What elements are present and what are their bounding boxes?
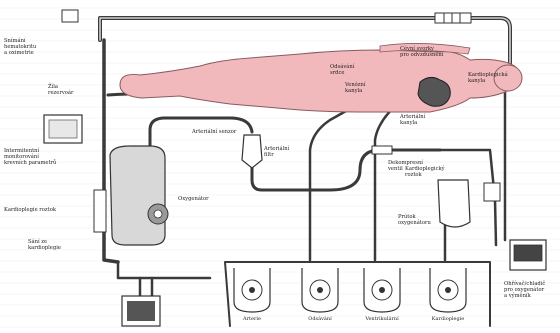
pump-head-icon[interactable]: Odsávání	[302, 268, 338, 322]
pump-head-icon[interactable]: Kardioplegie	[430, 268, 466, 322]
oxygenator[interactable]	[110, 146, 168, 245]
decompression-valve[interactable]	[372, 146, 392, 154]
arterial-filter[interactable]	[242, 135, 262, 168]
clamp-icon[interactable]	[435, 13, 471, 23]
suction-tube-2	[375, 102, 400, 260]
label-cevni-svorky: pro odvzdušnění	[400, 51, 444, 58]
label-arterialni-senzor: Arteriální senzor	[191, 128, 237, 135]
label-prutok: Prútok	[398, 213, 417, 220]
label-intermitentni: Intermitentní	[4, 147, 40, 154]
label-sani-kardioplegie: Sání ze	[28, 238, 47, 245]
label-kardioplegicka-kanyla: kanyla	[468, 78, 485, 84]
label-zila: rezervoár	[48, 89, 74, 96]
suction-tube-1	[310, 92, 380, 260]
patient-body	[120, 50, 520, 112]
pump-label: Arterie	[242, 316, 261, 322]
label-odber-krve: Snímání	[4, 37, 26, 44]
patient-head	[494, 65, 522, 91]
label-kardioplegicky-vak: Kardioplegický	[405, 165, 445, 172]
label-sani-kardioplegie: kardioplegie	[28, 245, 61, 251]
label-termo: a výměník	[504, 292, 532, 299]
label-kardioplegicka-kanyla: Kardioplegická	[468, 71, 508, 78]
label-oxygenator: Oxygenátor	[178, 195, 209, 202]
label-kardioplegicky-vak: roztok	[405, 172, 423, 178]
label-dekompresni-ventil: Dekompresní	[388, 159, 423, 166]
label-odsavani-srdce: srdce	[330, 70, 344, 76]
pump-head-icon[interactable]: Ventrikulární	[364, 268, 400, 322]
monitor-icon[interactable]	[44, 115, 82, 143]
label-cevni-svorky: Cévní svorky	[400, 45, 434, 52]
cardioplegia-bag[interactable]	[438, 180, 470, 227]
label-venozni-kanyla: Venózní	[344, 81, 366, 88]
label-prutok: oxygenátoru	[398, 219, 431, 226]
pump-label: Ventrikulární	[364, 315, 399, 322]
pump-label: Kardioplegie	[432, 316, 464, 322]
hematocrit-sensor-box[interactable]	[62, 10, 78, 22]
label-arterialni-kanyla: Arteriální	[399, 113, 426, 120]
label-arterialni-filtr: filtr	[264, 152, 274, 158]
label-intermitentni: monitorování	[4, 153, 39, 160]
pumps: Arterie Odsávání Ventrikulární Kardioplegie	[234, 268, 466, 322]
pump-head-icon[interactable]: Arterie	[234, 268, 270, 322]
label-intermitentni: krevních parametrů	[4, 159, 57, 166]
pump-label: Odsávání	[308, 315, 332, 322]
keypad-icon[interactable]	[122, 296, 160, 326]
label-dekompresni-ventil: ventil	[387, 166, 403, 172]
label-odber-krve: a oximetrie	[4, 50, 34, 56]
thermo-unit[interactable]	[510, 240, 546, 270]
label-zila: Žíla	[48, 82, 58, 90]
label-termo: pro oxygenátor	[504, 286, 545, 293]
cardioplegia-solution-cylinder	[94, 190, 106, 232]
label-kardioplegie-roztok: Kardioplegie roztok	[4, 207, 57, 213]
right-box[interactable]	[484, 183, 500, 201]
label-arterialni-kanyla: kanyla	[400, 120, 417, 126]
label-arterialni-filtr: Arteriální	[263, 145, 290, 152]
lower-left-tube	[118, 262, 210, 278]
label-odsavani-srdce: Odsávání	[330, 63, 355, 70]
label-termo: Ohřívač/chladič	[504, 280, 545, 287]
label-venozni-kanyla: kanyla	[345, 88, 362, 94]
patient-figure	[120, 43, 522, 112]
